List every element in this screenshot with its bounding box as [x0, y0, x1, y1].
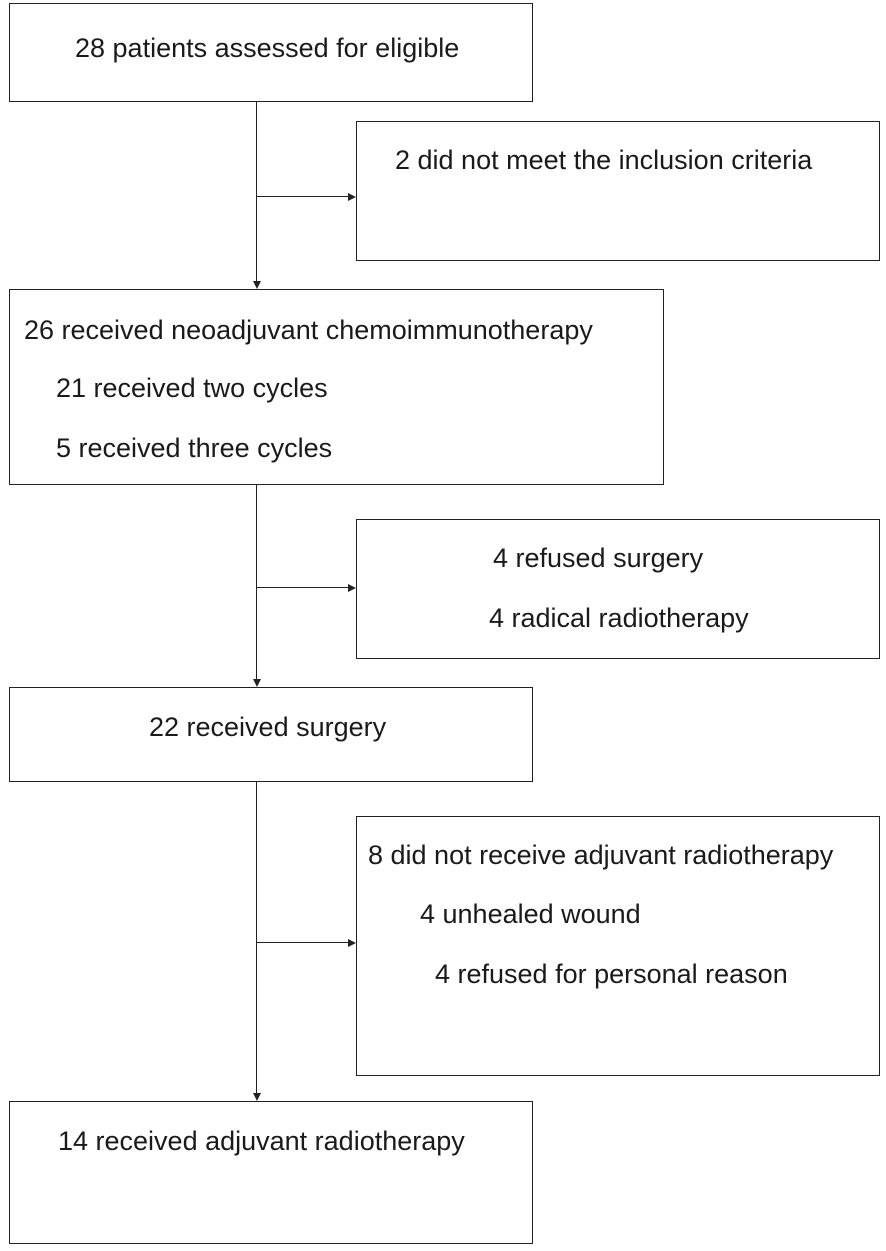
arrowhead-1-right [348, 193, 356, 201]
arrowhead-3-down [253, 1093, 261, 1101]
arrowhead-3-right [348, 939, 356, 947]
connector-1-vertical [256, 102, 257, 281]
neoadjuvant-text: 26 received neoadjuvant chemoimmunothera… [24, 315, 593, 345]
neoadjuvant-three-cycles-text: 5 received three cycles [56, 433, 333, 463]
arrowhead-1-down [253, 281, 261, 289]
box-assessed [9, 3, 533, 102]
arrowhead-2-right [348, 584, 356, 592]
box-adjuvant [9, 1101, 533, 1244]
arrowhead-2-down [253, 679, 261, 687]
box-surgery [9, 687, 533, 782]
connector-1-branch [257, 196, 348, 197]
radical-radiotherapy-text: 4 radical radiotherapy [489, 603, 749, 633]
connector-2-branch [257, 587, 348, 588]
assessed-text: 28 patients assessed for eligible [75, 33, 460, 63]
refused-surgery-text: 4 refused surgery [493, 543, 704, 573]
box-excluded-inclusion [356, 121, 880, 261]
surgery-text: 22 received surgery [149, 712, 387, 742]
personal-reason-text: 4 refused for personal reason [435, 959, 788, 989]
connector-3-branch [257, 942, 348, 943]
adjuvant-text: 14 received adjuvant radiotherapy [58, 1126, 465, 1156]
connector-3-vertical [256, 782, 257, 1093]
box-neoadjuvant [9, 289, 664, 485]
connector-2-vertical [256, 485, 257, 679]
neoadjuvant-two-cycles-text: 21 received two cycles [56, 373, 328, 403]
excluded-inclusion-text: 2 did not meet the inclusion criteria [395, 145, 813, 175]
no-adjuvant-text: 8 did not receive adjuvant radiotherapy [368, 840, 834, 870]
unhealed-wound-text: 4 unhealed wound [420, 899, 641, 929]
box-no-adjuvant [356, 816, 880, 1076]
box-no-surgery [356, 519, 880, 659]
